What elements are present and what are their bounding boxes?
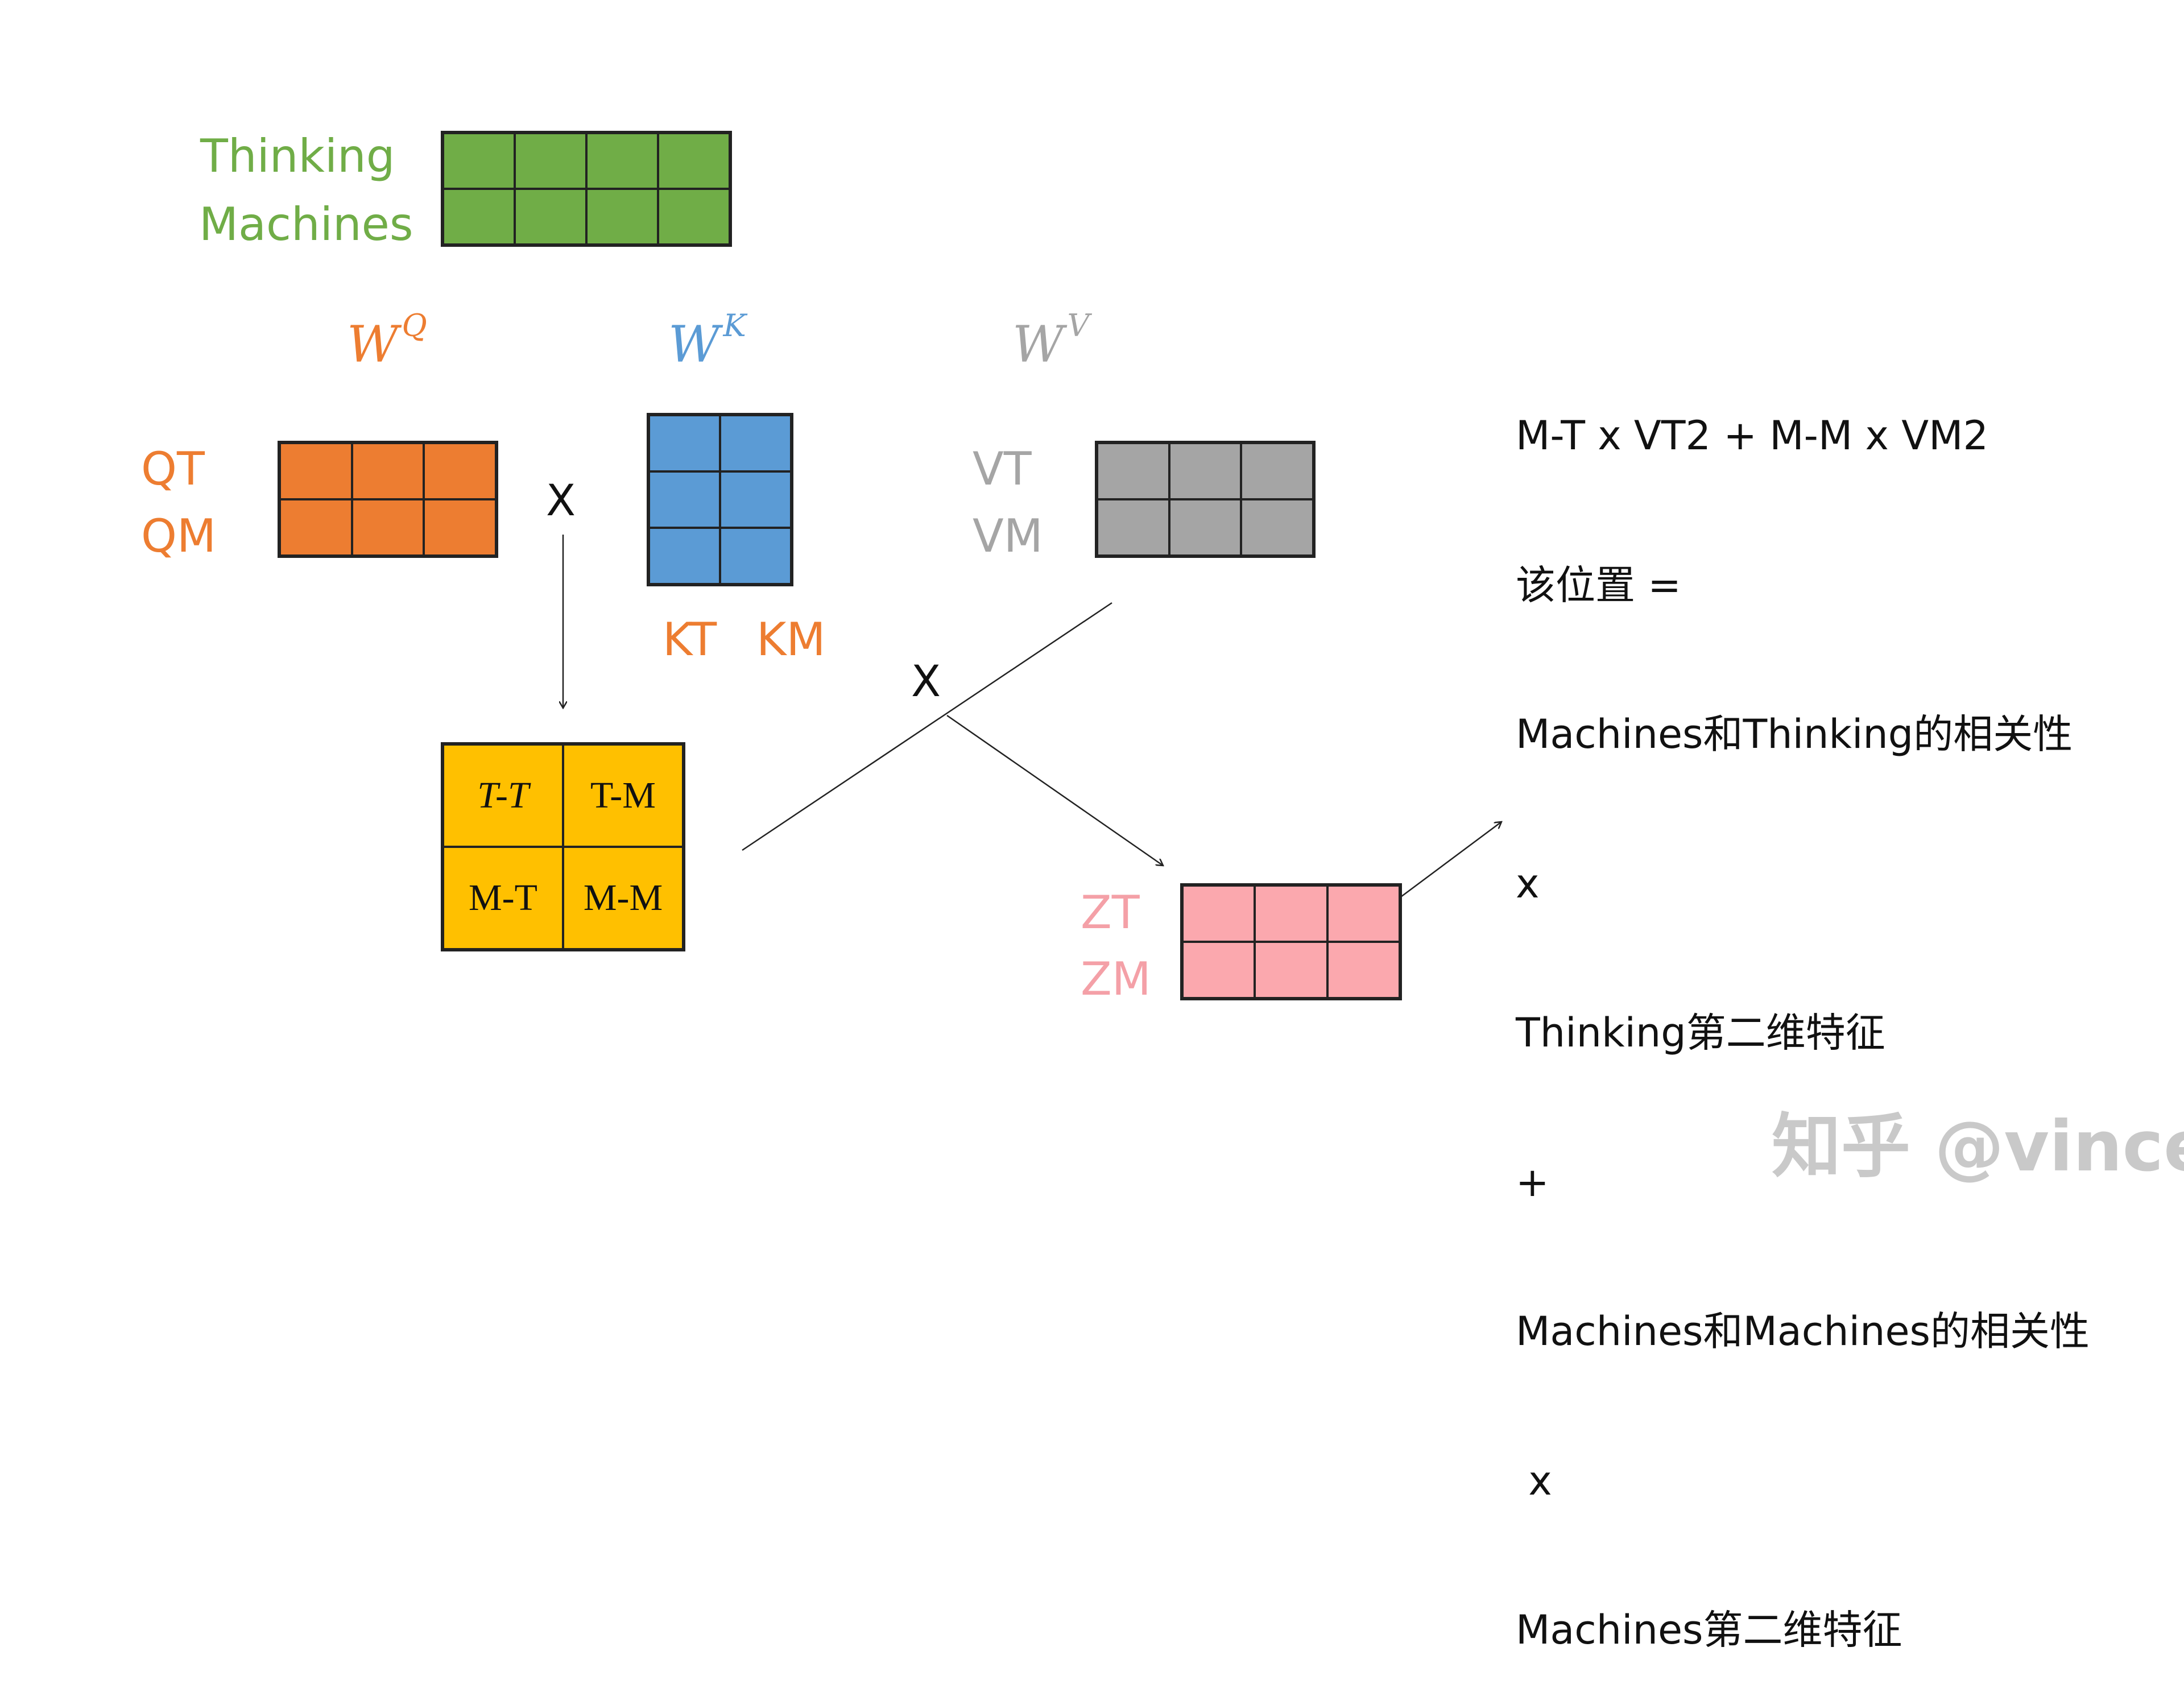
score-cell-t-m: T-M [563,744,683,847]
matrix-cell [720,528,791,584]
matrix-cell [1097,499,1169,556]
matrix-cell [649,471,720,528]
matrix-cell [1255,942,1327,998]
matrix-cell [1169,443,1242,499]
matrix-cell [1182,942,1255,998]
wv-base: W [1012,314,1064,374]
score-cell-m-t: M-T [443,847,563,949]
wk-sup: K [723,308,746,344]
matrix-cell [1182,885,1255,942]
explanation-text: M-T x VT2 + M-M x VM2 该位置 = Machines和Thi… [1516,312,2090,1705]
matrix-cell [443,133,515,189]
line-score-to-v [742,602,1112,851]
matrix-cell [658,189,730,245]
key-matrix-transposed [647,413,793,586]
q-label-qm: QM [141,510,216,562]
z-label-zt: ZT [1081,886,1140,939]
matrix-cell [720,471,791,528]
matrix-cell [515,189,586,245]
output-matrix [1180,883,1402,1000]
score-matrix: T-T T-M M-T M-M [441,742,685,951]
explanation-line: + [1516,1158,1549,1206]
matrix-cell [424,499,496,556]
wq-base: W [347,314,399,374]
input-label-machines: Machines [199,198,413,251]
score-cell-m-m: M-M [563,847,683,949]
explanation-line: Machines第二维特征 [1516,1607,1902,1653]
input-label-thinking: Thinking [200,130,395,183]
wv-sup: V [1067,308,1090,344]
matrix-cell [351,499,424,556]
matrix-cell [351,443,424,499]
explanation-line: Thinking第二维特征 [1516,1009,1885,1056]
matrix-cell [649,528,720,584]
matrix-cell [515,133,586,189]
matrix-cell [424,443,496,499]
k-label-km: KM [756,613,826,666]
query-matrix [278,441,498,558]
explanation-line: 该位置 = [1516,561,1681,609]
z-label-zm: ZM [1081,953,1151,1005]
wq-sup: Q [402,308,427,344]
explanation-line: x [1516,860,1540,907]
matrix-cell [658,133,730,189]
matrix-cell [280,443,352,499]
explanation-line: Machines和Thinking的相关性 [1516,711,2073,758]
matrix-cell [1241,499,1313,556]
explanation-line: Machines和Machines的相关性 [1516,1308,2090,1355]
matrix-cell [720,415,791,471]
input-embedding-matrix [441,131,732,247]
matrix-cell [1327,942,1400,998]
multiply-symbol-qk: X [546,475,576,525]
matrix-cell [1255,885,1327,942]
matrix-cell [1241,443,1313,499]
matrix-cell [1327,885,1400,942]
score-cell-t-t: T-T [443,744,563,847]
matrix-cell [1169,499,1242,556]
matrix-cell [280,499,352,556]
matrix-cell [586,189,658,245]
value-matrix [1095,441,1316,558]
matrix-cell [1097,443,1169,499]
q-label-qt: QT [141,442,205,495]
explanation-line: M-T x VT2 + M-M x VM2 [1516,412,1989,459]
multiply-symbol-sv: X [911,656,941,706]
watermark: 知乎 @vince [1772,1106,2184,1187]
arrow-to-z [946,714,1163,866]
explanation-line: x [1516,1457,1552,1504]
v-label-vm: VM [973,510,1043,562]
matrix-cell [586,133,658,189]
wk-base: W [668,314,720,374]
k-label-kt: KT [663,613,717,666]
v-label-vt: VT [973,442,1032,495]
matrix-cell [443,189,515,245]
matrix-cell [649,415,720,471]
